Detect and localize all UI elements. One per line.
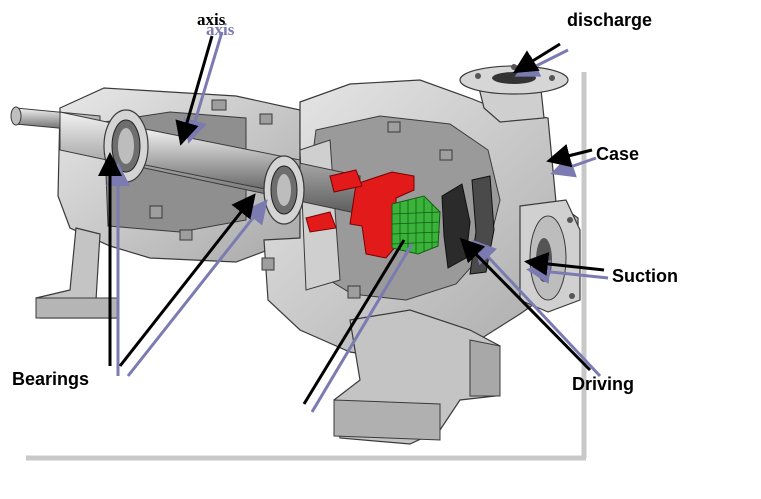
casing-foot (333, 309, 501, 445)
impeller-hub (391, 195, 441, 255)
axis-label-ghost: axis (206, 20, 235, 39)
driving-label: Driving (572, 374, 635, 394)
frame-border (26, 72, 587, 461)
bearings-label: Bearings (12, 369, 90, 389)
axis-label: axis (197, 10, 226, 29)
suction-label: Suction (612, 266, 678, 286)
bearing-right (263, 155, 305, 225)
discharge-label: discharge (567, 10, 653, 30)
black-leader-lines (98, 35, 605, 405)
case-label: Case (596, 144, 640, 164)
